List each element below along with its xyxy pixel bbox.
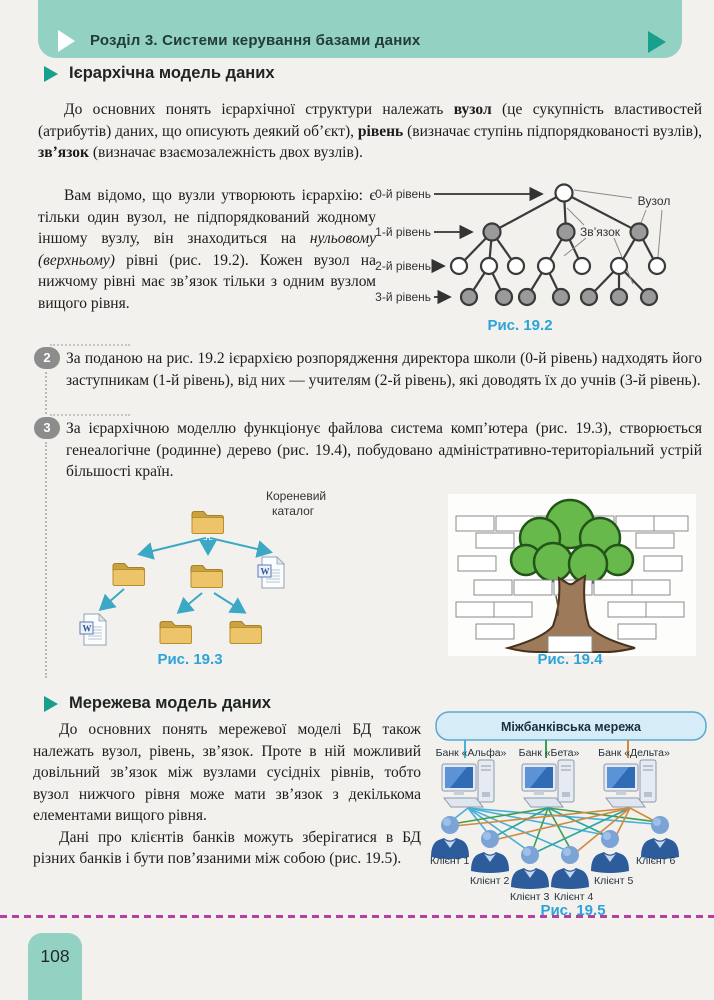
tree-trunk bbox=[504, 574, 636, 653]
item-3-text: За ієрархічною моделлю функціонує файлов… bbox=[66, 418, 702, 483]
level-1-label: 1-й рівень bbox=[375, 225, 431, 239]
text-run: До основних понять ієрархічної структури… bbox=[64, 101, 454, 118]
word-doc-icon bbox=[257, 556, 285, 589]
figure-family-tree bbox=[455, 498, 689, 653]
figure-interbank-network: Міжбанківська мережа Банк «Альфа» Банк «… bbox=[430, 711, 707, 903]
tree-foliage bbox=[509, 498, 635, 585]
arrow-right-icon bbox=[648, 31, 666, 53]
tree-arrows bbox=[98, 537, 273, 614]
client-5-label: Клієнт 5 bbox=[594, 875, 633, 887]
figure-19-4-caption: Рис. 19.4 bbox=[537, 651, 603, 668]
brick-boxes-mid bbox=[455, 579, 685, 640]
dotted-connector bbox=[45, 372, 47, 414]
paragraph-text: До основних понять мережевої моделі БД т… bbox=[33, 721, 421, 824]
figure-19-3-caption: Рис. 19.3 bbox=[157, 651, 223, 668]
network-model-paragraphs: До основних понять мережевої моделі БД т… bbox=[33, 719, 421, 870]
dashed-separator bbox=[0, 915, 714, 918]
bank-beta-label: Банк «Бета» bbox=[519, 747, 580, 759]
level-2-label: 2-й рівень bbox=[375, 259, 431, 273]
chapter-title: Розділ 3. Системи керування базами даних bbox=[90, 32, 421, 49]
figure-19-5-caption: Рис. 19.5 bbox=[540, 902, 606, 919]
bank-beta-computer-icon bbox=[521, 759, 575, 808]
level1-nodes bbox=[482, 222, 649, 242]
level2-nodes bbox=[449, 256, 667, 276]
figure-19-2-caption: Рис. 19.2 bbox=[487, 317, 553, 334]
folder-icon-root bbox=[191, 511, 224, 534]
paragraph-text: До основних понять ієрархічної структури… bbox=[38, 99, 702, 164]
client-2-icon bbox=[471, 830, 509, 873]
dotted-rule bbox=[50, 344, 130, 346]
text-run: Вам відомо, що вузли утворюють ієрархію:… bbox=[38, 187, 376, 247]
text-run: рівні (рис. 19.2). Кожен вузол на нижчом… bbox=[38, 251, 376, 312]
paragraph-hierarchy: Вам відомо, що вузли утворюють ієрархію:… bbox=[38, 185, 376, 314]
level-arrows bbox=[431, 186, 544, 305]
paragraph-text: За поданою на рис. 19.2 ієрархією розпор… bbox=[66, 350, 702, 389]
paragraph-definitions: До основних понять ієрархічної структури… bbox=[38, 99, 702, 164]
network-mesh-lines bbox=[449, 807, 661, 855]
triangle-bullet-icon bbox=[44, 695, 58, 712]
client-6-label: Клієнт 6 bbox=[636, 855, 675, 867]
bank-delta-label: Банк «Дельта» bbox=[598, 747, 670, 759]
figure-hierarchy-tree: 0-й рівень 1-й рівень 2-й рівень 3-й рів… bbox=[375, 183, 671, 307]
tree-nodes bbox=[449, 183, 667, 307]
bank-alpha-label: Банк «Альфа» bbox=[436, 747, 507, 759]
play-icon bbox=[58, 30, 75, 52]
section-heading-network: Мережева модель даних bbox=[44, 694, 271, 713]
bank-delta-computer-icon bbox=[603, 759, 657, 808]
link-annotation: Зв’язок bbox=[580, 225, 621, 239]
term-zviazok: зв’язок bbox=[38, 144, 89, 161]
network-box bbox=[435, 711, 707, 741]
client-6-icon bbox=[641, 816, 679, 859]
folder-icon bbox=[159, 621, 192, 644]
page-number-badge: 108 bbox=[28, 933, 82, 1000]
figure-file-system: W Кореневий каталог bbox=[79, 489, 326, 646]
term-vuzol: вузол bbox=[453, 101, 492, 118]
triangle-bullet-icon bbox=[44, 65, 58, 82]
item-2-badge: 2 bbox=[34, 347, 60, 369]
paragraph-text: За ієрархічною моделлю функціонує файлов… bbox=[66, 420, 702, 480]
client-2-label: Клієнт 2 bbox=[470, 875, 509, 887]
paragraph-text: Вам відомо, що вузли утворюють ієрархію:… bbox=[38, 185, 376, 314]
item-3-badge: 3 bbox=[34, 417, 60, 439]
dotted-connector bbox=[45, 442, 47, 678]
tree-edges bbox=[458, 192, 658, 298]
level-3-label: 3-й рівень bbox=[375, 290, 431, 304]
page-number: 108 bbox=[40, 946, 70, 966]
dotted-rule bbox=[50, 414, 130, 416]
chapter-banner: Розділ 3. Системи керування базами даних bbox=[38, 0, 682, 58]
level3-nodes bbox=[459, 287, 659, 307]
item-2-text: За поданою на рис. 19.2 ієрархією розпор… bbox=[66, 348, 702, 391]
client-1-label: Клієнт 1 bbox=[430, 855, 469, 867]
term-riven: рівень bbox=[357, 122, 404, 140]
client-4-label: Клієнт 4 bbox=[554, 891, 593, 903]
text-run: (визначає ступінь підпорядкованості вузл… bbox=[403, 122, 702, 140]
root-catalog-label-1: Кореневий bbox=[266, 489, 326, 503]
folder-icon bbox=[112, 563, 145, 586]
level-0-label: 0-й рівень bbox=[375, 187, 431, 201]
section-heading-hierarchical: Ієрархічна модель даних bbox=[44, 64, 275, 83]
text-run: (визначає взаємозалежність двох вузлів). bbox=[88, 144, 363, 161]
paragraph-text: Дані про клієнтів банків можуть зберігат… bbox=[33, 828, 421, 868]
client-3-icon bbox=[511, 846, 549, 889]
network-box-label: Міжбанківська мережа bbox=[501, 720, 642, 734]
section-heading-label: Мережева модель даних bbox=[69, 694, 271, 712]
client-3-label: Клієнт 3 bbox=[510, 891, 549, 903]
section-heading-label: Ієрархічна модель даних bbox=[69, 64, 275, 82]
folder-icon bbox=[190, 565, 223, 588]
client-4-icon bbox=[551, 846, 589, 889]
text-run: (це сукупність властивостей (атрибутів) … bbox=[38, 101, 702, 140]
bank-alpha-computer-icon bbox=[441, 759, 495, 808]
italic-run: нульовому (верхньому) bbox=[38, 230, 376, 269]
node-annotation: Вузол bbox=[638, 194, 671, 208]
brick-box-front bbox=[547, 635, 593, 653]
root-node bbox=[554, 183, 574, 203]
client-5-icon bbox=[591, 830, 629, 873]
root-catalog-label-2: каталог bbox=[272, 504, 315, 518]
word-doc-icon bbox=[79, 613, 107, 646]
folder-icon bbox=[229, 621, 262, 644]
